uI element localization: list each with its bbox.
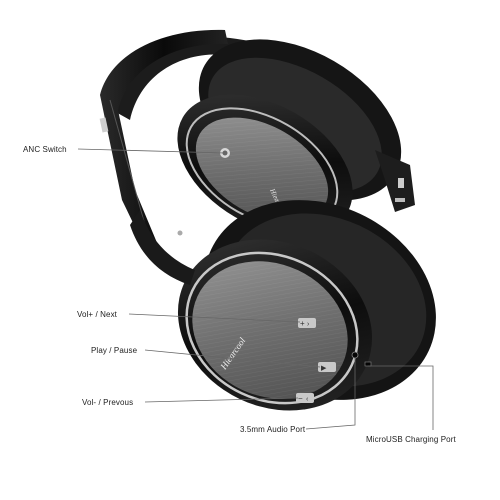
- headband-arm: [100, 29, 228, 258]
- usb-port: [364, 361, 372, 367]
- svg-text:▶: ▶: [321, 365, 327, 372]
- leader-lines: [77, 148, 434, 430]
- svg-text:‹: ‹: [306, 396, 309, 403]
- svg-text:›: ›: [307, 321, 310, 328]
- callout-play-pause: Play / Pause: [91, 346, 138, 355]
- callout-vol-up-next: Vol+ / Next: [77, 310, 118, 319]
- callout-anc-switch: ANC Switch: [23, 145, 67, 154]
- play-pause-button: ▶: [318, 362, 336, 372]
- callout-vol-down-prev: Vol- / Prevous: [82, 398, 134, 407]
- svg-text:+: +: [300, 319, 305, 328]
- vol-up-button: + ›: [298, 318, 316, 328]
- audio-port: [351, 351, 359, 359]
- vol-down-button: − ‹: [296, 393, 314, 403]
- svg-text:−: −: [298, 394, 303, 403]
- callout-usb-port: MicroUSB Charging Port: [366, 435, 456, 444]
- callout-audio-port: 3.5mm Audio Port: [240, 425, 306, 434]
